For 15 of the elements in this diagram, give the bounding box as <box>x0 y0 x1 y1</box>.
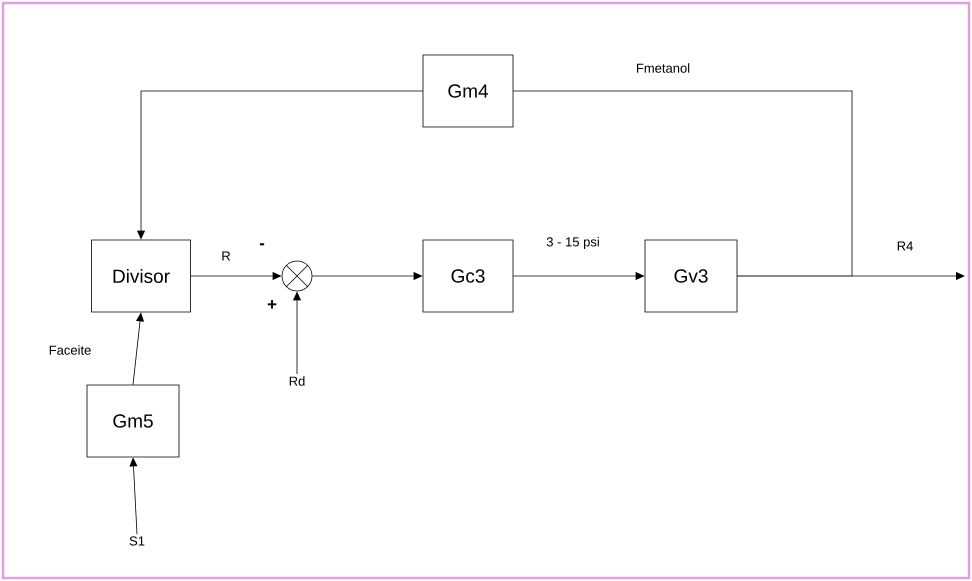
block-box: Divisor <box>91 240 191 312</box>
block-box: Gm5 <box>86 384 180 458</box>
signal-label: Rd <box>290 376 304 386</box>
sign-label: - <box>260 243 264 246</box>
edge-label: R4 <box>896 240 914 252</box>
edge-label: R <box>220 250 232 262</box>
sign-label: + <box>268 300 276 309</box>
block-box: Gc3 <box>422 240 514 312</box>
signal-label: S1 <box>130 536 144 546</box>
edge-label: Faceite <box>48 344 92 356</box>
summing-junction <box>282 260 312 292</box>
edge-label: 3 - 15 psi <box>545 236 601 250</box>
edge-label: Fmetanol <box>634 62 692 74</box>
block-box: Gm4 <box>422 54 514 128</box>
block-box: Gv3 <box>644 240 738 312</box>
